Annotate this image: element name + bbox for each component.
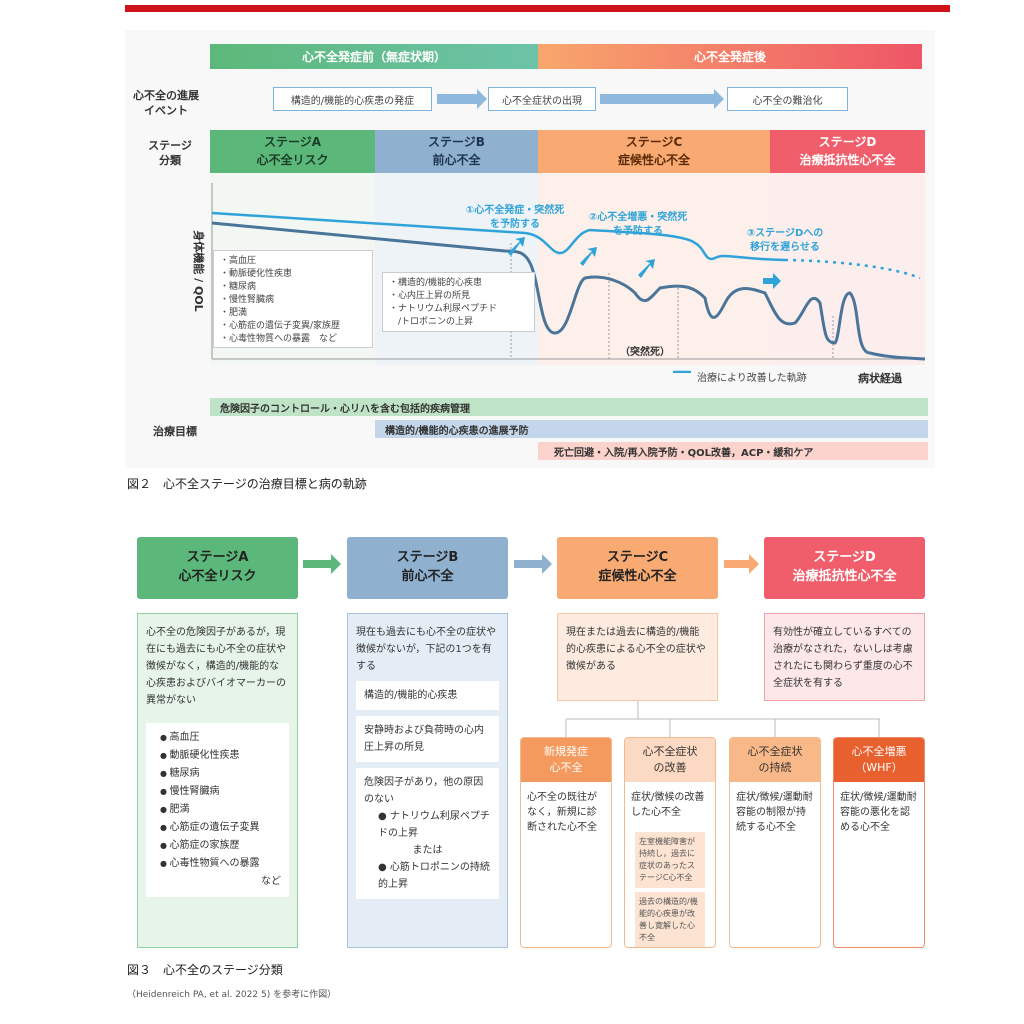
substage-new-onset: 新規発症 心不全 心不全の既往がなく，新規に診断された心不全: [520, 737, 612, 948]
treatment-bar-mortality: 死亡回避・入院/再入院予防・QOL改善，ACP・緩和ケア: [538, 442, 928, 460]
figure-3-reference: （Heidenreich PA, et al. 2022 5) を参考に作図）: [127, 990, 337, 1000]
arrow-icon: [724, 554, 759, 574]
goal-3-label: 移行を遅らせる: [750, 240, 820, 253]
event-refractory: 心不全の難治化: [727, 87, 848, 111]
phase-after-onset: 心不全発症後: [538, 44, 922, 69]
list-item: 糖尿病: [160, 765, 281, 783]
stage-d-description: 有効性が確立しているすべての治療がなされた，ないしは考慮されたにも関わらず重度の…: [764, 613, 925, 701]
improved-course-projection: [784, 258, 921, 280]
improved-course-line: [211, 211, 786, 262]
substage-improved: 心不全症状 の改善 症状/徴候の改善した心不全 左室機能障害が持続し，過去に症状…: [624, 737, 716, 948]
goal-2-label: ②心不全増悪・突然死: [589, 210, 687, 223]
figure-2-caption: 図２ 心不全ステージの治療目標と病の軌跡: [127, 477, 367, 491]
stage-a-risk-factors: ・高血圧・動脈硬化性疾患・糖尿病・慢性腎臓病・肥満・心筋症の遺伝子変異/家族歴・…: [213, 250, 373, 348]
arrow-icon: [508, 237, 781, 289]
goal-3-label: ③ステージDへの: [747, 227, 824, 239]
list-item: 動脈硬化性疾患: [160, 747, 281, 765]
event-structural-onset: 構造的/機能的心疾患の発症: [273, 87, 432, 111]
natural-course-line: [211, 221, 926, 361]
treatment-bar-progression: 構造的/機能的心疾患の進展予防: [375, 420, 928, 438]
substage-worsening: 心不全増悪 （WHF） 症状/徴候/運動耐容能の悪化を認める心不全: [833, 737, 925, 948]
sudden-death-label: （突然死）: [620, 345, 670, 358]
list-item: 心筋症の家族歴: [160, 837, 281, 855]
list-item: 心筋症の遺伝子変異: [160, 819, 281, 837]
goal-1-label: を予防する: [490, 217, 540, 230]
list-item-b: 構造的/機能的心疾患: [356, 681, 499, 710]
goal-1-label: ①心不全発症・突然死: [466, 203, 564, 216]
goal-2-label: を予防する: [613, 224, 663, 237]
stage-b-description: 現在も過去にも心不全の症状や徴候がないが，下記の1つを有する 構造的/機能的心疾…: [347, 613, 508, 948]
note-box: 左室機能障害が持続し，過去に症状のあったステージC心不全: [635, 832, 705, 888]
arrow-icon: [303, 554, 341, 574]
stage-c-description: 現在または過去に構造的/機能的心疾患による心不全の症状や徴候がある: [557, 613, 718, 701]
y-axis-label: 身体機能 / QOL: [192, 230, 206, 311]
list-item: 心毒性物質への暴露: [160, 855, 281, 873]
list-item: 慢性腎臓病: [160, 783, 281, 801]
substage-persistent: 心不全症状 の持続 症状/徴候/運動耐容能の制限が持続する心不全: [729, 737, 821, 948]
legend-improved: 治療により改善した軌跡: [697, 373, 807, 384]
top-red-rule: [125, 5, 950, 12]
connector-lines: [565, 701, 880, 737]
treatment-bar-risk-control: 危険因子のコントロール・心リハを含む包括的疾病管理: [210, 398, 928, 416]
phase-before-onset: 心不全発症前（無症状期）: [210, 44, 538, 69]
event-row-label: 心不全の進展イベント: [133, 89, 199, 117]
arrow-icon: [437, 89, 487, 109]
stage-row-label: ステージ分類: [148, 139, 192, 167]
list-item: 高血圧: [160, 729, 281, 747]
list-item: 肥満: [160, 801, 281, 819]
figure-3-caption: 図３ 心不全のステージ分類: [127, 963, 283, 977]
stage-b-findings: ・構造的/機能的心疾患・心内圧上昇の所見・ナトリウム利尿ペプチド /トロポニンの…: [382, 272, 535, 332]
treatment-goals-label: 治療目標: [153, 425, 197, 438]
note-box: 過去の構造的/機能的心疾患が改善し寛解した心不全: [635, 892, 705, 947]
arrow-icon: [600, 89, 724, 109]
x-axis-label: 病状経過: [858, 372, 902, 385]
stage-a-description: 心不全の危険因子があるが，現在にも過去にも心不全の症状や徴候がなく，構造的/機能…: [137, 613, 298, 948]
list-item-b: 安静時および負荷時の心内圧上昇の所見: [356, 716, 499, 762]
event-symptom-onset: 心不全症状の出現: [488, 87, 596, 111]
arrow-icon: [514, 554, 552, 574]
